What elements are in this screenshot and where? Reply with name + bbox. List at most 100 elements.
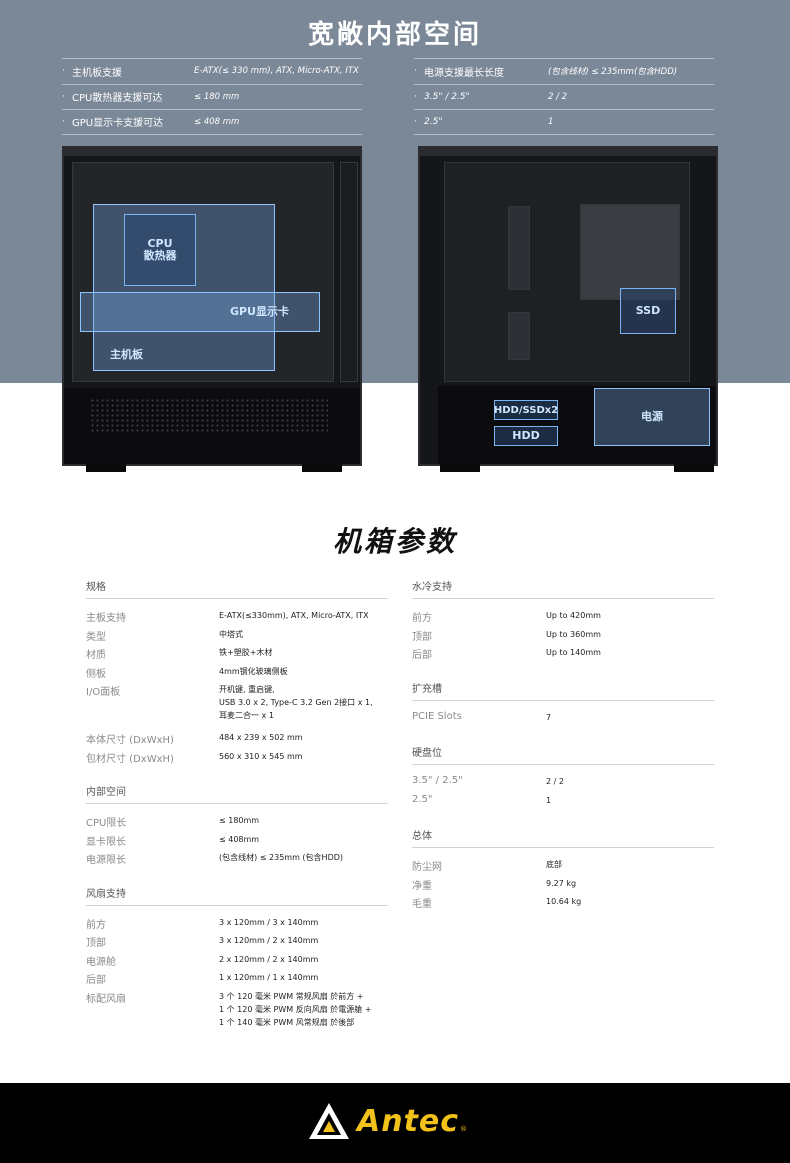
spec-value: Up to 420mm [546, 611, 601, 620]
spec-row: 后部 1 x 120mm / 1 x 140mm [86, 969, 388, 988]
gpu-zone: GPU显示卡 [80, 292, 320, 332]
mounting-plate [580, 204, 680, 300]
case-rear-view-image: SSD HDD/SSDx2 HDD 电源 [418, 146, 718, 472]
spec-row: 防尘网 底部 [412, 856, 714, 875]
spec-key: 3.5" / 2.5" [412, 775, 463, 786]
spec-key: 毛重 [412, 899, 432, 910]
registered-mark: ® [460, 1125, 468, 1133]
spec-value: 1 x 120mm / 1 x 140mm [219, 973, 319, 982]
spec-value: 7 [546, 712, 552, 722]
spec-value: 铁+塑胶+木材 [219, 648, 273, 657]
motherboard-zone-label: 主机板 [110, 348, 143, 361]
mesh-panel [90, 398, 328, 434]
psu-zone: 电源 [594, 388, 710, 446]
hero-spec-value: E-ATX(≤ 330 mm), ATX, Micro-ATX, ITX [194, 66, 359, 77]
gpu-zone-label: GPU显示卡 [229, 304, 289, 318]
spec-row: 标配风扇 3 个 120 毫米 PWM 常规风扇 於前方 + 1 个 120 毫米… [86, 988, 388, 1029]
hdd-zone-label: HDD [512, 428, 540, 442]
hero-spec-row: · 电源支援最长长度 (包含线材) ≤ 235mm(包含HDD) [414, 58, 714, 84]
spec-value: 10.64 kg [546, 897, 582, 906]
psu-zone-label: 电源 [641, 409, 663, 423]
spec-row: 类型中塔式 [86, 626, 388, 645]
spec-key: CPU限长 [86, 818, 127, 829]
spec-row: 顶部 Up to 360mm [412, 626, 714, 645]
spec-row: 电源限长(包含线材) ≤ 235mm (包含HDD) [86, 849, 388, 868]
spec-value: 4mm钢化玻璃侧板 [219, 666, 288, 676]
spec-key: 本体尺寸 (DxWxH) [86, 735, 174, 746]
spec-key: 电源舱 [86, 956, 116, 968]
spec-key: 标配风扇 [86, 993, 126, 1005]
hero-spec-key: 2.5" [424, 116, 443, 127]
spec-row: 包材尺寸 (DxWxH)560 x 310 x 545 mm [86, 748, 388, 767]
spec-value: 2 x 120mm / 2 x 140mm [219, 954, 319, 964]
bullet-icon: · [414, 116, 417, 127]
cable-grommet [508, 206, 530, 290]
spec-row: 毛重 10.64 kg [412, 893, 714, 912]
bullet-icon: · [62, 116, 65, 127]
spec-group-heading: 风扇支持 [86, 882, 388, 906]
case-interior [72, 162, 334, 382]
spec-key: 前方 [412, 613, 432, 624]
spec-group-heading: 硬盘位 [412, 741, 714, 765]
spec-value: ≤ 408mm [219, 834, 260, 844]
spec-row: CPU限长 ≤ 180mm [86, 812, 388, 831]
spec-value: 560 x 310 x 545 mm [219, 751, 303, 761]
case-top-panel [420, 148, 716, 156]
spec-key: 后部 [86, 975, 106, 986]
hero-spec-value: (包含线材) ≤ 235mm(包含HDD) [548, 67, 678, 78]
spec-value: ≤ 180mm [219, 816, 260, 825]
spec-row: 材质 铁+塑胶+木材 [86, 644, 388, 663]
brand-logo: Antec ® [307, 1101, 467, 1141]
spec-key: 防尘网 [412, 862, 442, 873]
case-foot [86, 464, 126, 472]
hero-spec-key: 3.5" / 2.5" [424, 91, 470, 102]
spec-row: 显卡限长≤ 408mm [86, 831, 388, 850]
hero-spec-key: GPU显示卡支援可达 [72, 118, 164, 130]
spec-key: 前方 [86, 919, 106, 931]
spec-value: 3 x 120mm / 3 x 140mm [219, 917, 319, 927]
hero-spec-value: ≤ 408 mm [194, 116, 240, 127]
spec-value: 2 / 2 [546, 777, 564, 786]
ssd-zone-label: SSD [635, 303, 661, 317]
spec-value: Up to 360mm [546, 629, 601, 639]
cable-grommet [508, 312, 530, 360]
case-top-panel [64, 148, 360, 156]
hero-spec-row: · GPU显示卡支援可达 ≤ 408 mm [62, 109, 362, 135]
spec-section-title: 机箱参数 [332, 525, 457, 558]
spec-group-heading: 水冷支持 [412, 575, 714, 599]
hero-spec-value: 2 / 2 [548, 91, 568, 102]
spec-key: 侧板 [86, 668, 106, 680]
spec-row: 本体尺寸 (DxWxH) 484 x 239 x 502 mm [86, 729, 388, 748]
spec-group-heading: 内部空间 [86, 780, 388, 804]
spec-value: 3 个 120 毫米 PWM 常规风扇 於前方 + 1 个 120 毫米 PWM… [219, 991, 372, 1027]
case-front-view-image: CPU 散热器 GPU显示卡 主机板 [62, 146, 362, 472]
cpu-cooler-zone: CPU 散热器 [124, 214, 196, 286]
spec-group-heading: 总体 [412, 824, 714, 848]
bullet-icon: · [62, 91, 65, 102]
spec-row: 3.5" / 2.5" 2 / 2 [412, 773, 714, 792]
hero-spec-value: ≤ 180 mm [194, 91, 240, 102]
spec-value: 底部 [546, 860, 562, 869]
footer-bar: Antec ® [0, 1083, 790, 1163]
hdd-ssd-zone: HDD/SSDx2 [494, 400, 558, 420]
hero-spec-key: 电源支援最长长度 [424, 67, 504, 79]
hero-spec-key: 主机板支援 [72, 67, 122, 79]
spec-key: 材质 [86, 650, 106, 661]
bullet-icon: · [62, 66, 65, 77]
spec-key: 顶部 [412, 631, 432, 643]
hero-spec-row: · CPU散热器支援可达 ≤ 180 mm [62, 83, 362, 110]
cpu-zone-label: CPU 散热器 [143, 236, 177, 262]
spec-value: 1 [546, 795, 552, 805]
ssd-zone: SSD [620, 288, 676, 334]
spec-value: 484 x 239 x 502 mm [219, 733, 303, 742]
hero-spec-table-left: · 主机板支援 E-ATX(≤ 330 mm), ATX, Micro-ATX,… [62, 58, 362, 135]
bullet-icon: · [414, 91, 417, 102]
spec-group-heading: 规格 [86, 575, 388, 599]
